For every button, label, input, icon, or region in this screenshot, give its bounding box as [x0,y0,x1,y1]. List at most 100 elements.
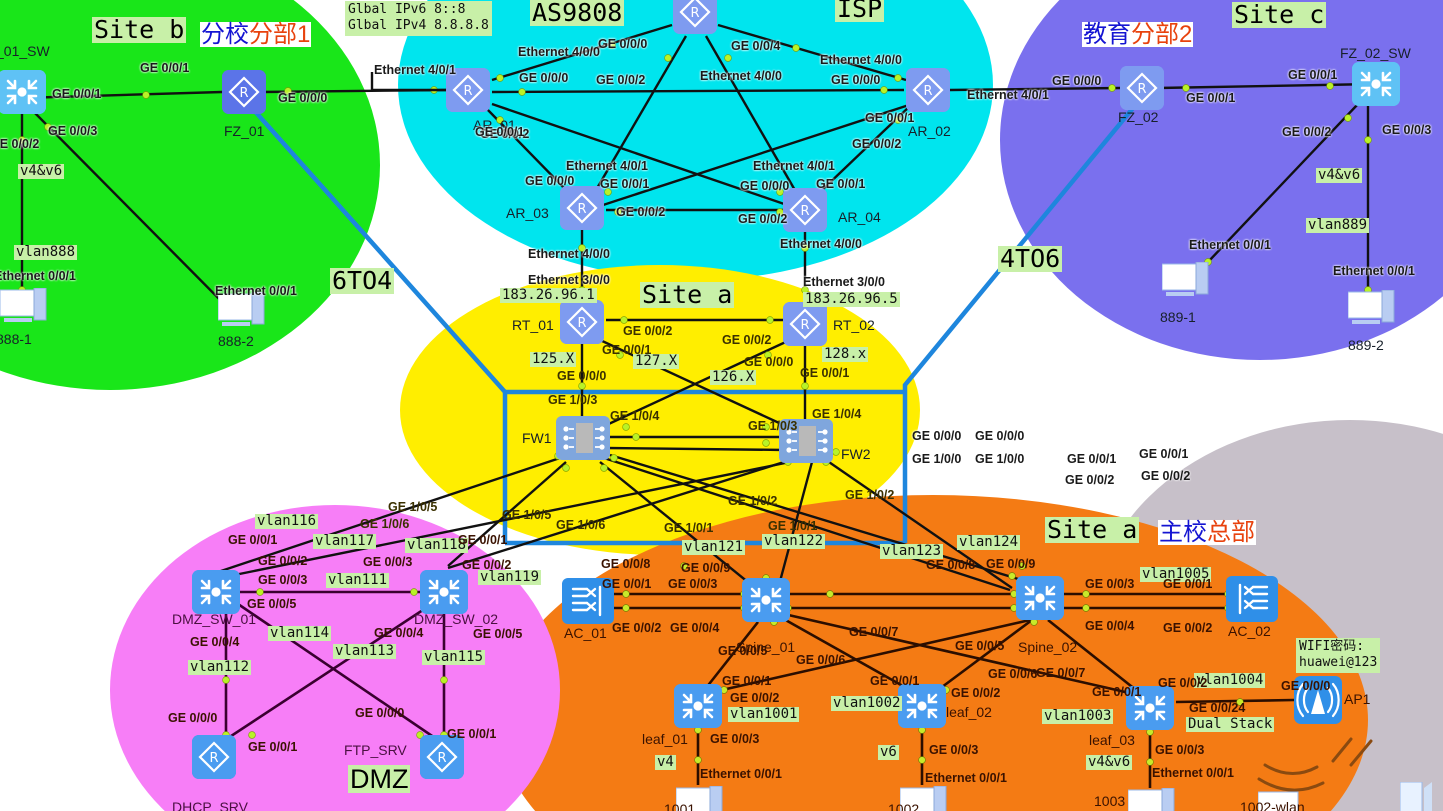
ifc-fz01sw-ge001-a: GE 0/0/1 [140,61,190,75]
ifc-dmzsw02-ge002: GE 0/0/2 [462,558,512,572]
device-ac-01[interactable] [562,578,614,624]
device-leaf-02[interactable] [898,684,946,728]
ifc-pair2-right-ge001: GE 0/0/1 [1139,447,1189,461]
device-ap1[interactable] [1294,676,1342,724]
device-isp-core-router[interactable]: R [673,0,717,34]
device-fz02-sw[interactable] [1352,62,1400,106]
label-dhcp-srv: DHCP_SRV [172,799,248,811]
wifi-password: huawei@123 [1299,655,1378,671]
label-pc-1002: 1002 [888,801,920,811]
ifc-ar03-e400-dn: Ethernet 4/0/0 [528,247,610,261]
tag-vlan123: vlan123 [880,543,944,559]
ifc-pair2-left-ge001: GE 0/0/1 [1067,452,1117,466]
device-pc-889-2[interactable] [1348,290,1395,326]
label-leaf-02: leaf_02 [946,704,992,720]
ifc-dmzsw01-ge005: GE 0/0/5 [247,597,297,611]
ifc-spine01-ge009: GE 0/0/9 [681,561,731,575]
ifc-ar01-e400: Ethernet 4/0/0 [518,45,600,59]
device-fw2[interactable] [779,419,833,463]
ifc-dmzsw01-ge003: GE 0/0/3 [258,573,308,587]
ifc-fz02sw-ge002: GE 0/0/2 [1282,125,1332,139]
device-dhcp-srv[interactable]: R [192,735,236,779]
device-pc-1002-wlan[interactable] [1258,790,1302,811]
device-fz01-router[interactable]: R [222,70,266,114]
ifc-dhcp-ge001: GE 0/0/1 [248,740,298,754]
ifc-spine01-ge005: GE 0/0/5 [718,644,768,658]
svg-text:R: R [1137,82,1146,97]
device-pc-extra[interactable] [1400,782,1443,811]
device-rt01[interactable]: R [560,300,604,344]
label-dmz-sw-02: DMZ_SW_02 [414,611,499,627]
ifc-fw1-ge105: GE 1/0/5 [388,500,438,514]
label-ar04: AR_04 [838,209,881,225]
device-ar04[interactable]: R [783,188,827,232]
ifc-leaf02-ge001: GE 0/0/1 [870,674,920,688]
ifc-fz02sw-ge001: GE 0/0/1 [1288,68,1338,82]
label-ac-01: AC_01 [564,625,607,641]
tag-vlan1005: vlan1005 [1140,566,1212,582]
ifc-ar03-ge001: GE 0/0/1 [600,177,650,191]
ifc-spine02-ge008: GE 0/0/8 [926,558,976,572]
tag-v4: v4 [655,754,676,770]
device-rt02[interactable]: R [783,302,827,346]
device-spine-01[interactable] [742,578,790,622]
device-fw1[interactable] [556,416,610,460]
label-spine-01: Spine_01 [736,639,796,655]
ifc-core-e400-mid: Ethernet 4/0/0 [700,69,782,83]
tag-vlan115: vlan115 [422,649,486,665]
ifc-leaf01-ge001: GE 0/0/1 [722,674,772,688]
tag-v4v6-site-c: v4&v6 [1316,167,1363,183]
tag-net-125: 125.X [530,351,577,367]
device-pc-888-1[interactable] [0,288,47,324]
device-fz01-sw[interactable] [0,70,46,114]
ifc-fw1-ge104: GE 1/0/4 [610,409,660,423]
ifc-rt01-ge001: GE 0/0/1 [602,343,652,357]
ifc-dmzsw01-ge001: GE 0/0/1 [228,533,278,547]
zone-title-site-c-cn: 教育分部2 [1082,22,1194,48]
label-pc-1001: 1001 [664,801,696,811]
device-pc-1003[interactable] [1128,788,1175,811]
ifc-ac02-ge002: GE 0/0/2 [1163,621,1213,635]
device-pc-889-1[interactable] [1162,262,1209,298]
ifc-888-1-e001: Ethernet 0/0/1 [0,269,76,283]
label-pc-889-2: 889-2 [1348,337,1384,353]
ifc-dmzsw02-ge005: GE 0/0/5 [473,627,523,641]
device-spine-02[interactable] [1016,576,1064,620]
dmz-title: DMZ [348,764,411,794]
device-ar01[interactable]: R [446,68,490,112]
device-pc-1001[interactable] [676,786,723,811]
ifc-rt02-ge000: GE 0/0/0 [744,355,794,369]
ifc-ar02-ge001: GE 0/0/1 [865,111,915,125]
ifc-rt02-e300: Ethernet 3/0/0 [803,275,885,289]
device-pc-888-2[interactable] [218,292,265,328]
ifc-ar01-e401: Ethernet 4/0/1 [374,63,456,77]
tunnel-6to4-label: 6TO4 [330,266,395,295]
ifc-pair-left-ge000: GE 0/0/0 [912,429,962,443]
device-ac-02[interactable] [1226,576,1278,622]
svg-text:R: R [239,86,248,101]
device-dmz-sw-02[interactable] [420,570,468,614]
device-pc-1002[interactable] [900,786,947,811]
ifc-spine01-ge003: GE 0/0/3 [668,577,718,591]
label-fz01: FZ_01 [224,123,265,139]
wifi-password-note: WIFI密码:huawei@123 [1296,638,1381,673]
ifc-leaf01-ge003: GE 0/0/3 [710,732,760,746]
ifc-spine02-ge004: GE 0/0/4 [1085,619,1135,633]
device-fz02[interactable]: R [1120,66,1164,110]
site-a-cn-blue: 主校 [1159,519,1207,546]
device-ar02[interactable]: R [906,68,950,112]
label-fz02-sw: FZ_02_SW [1340,45,1411,61]
label-leaf-01: leaf_01 [642,731,688,747]
ifc-fw2-ge102: GE 1/0/2 [728,494,778,508]
device-leaf-03[interactable] [1126,686,1174,730]
ifc-fz01-ge000: GE 0/0/0 [278,91,328,105]
device-leaf-01[interactable] [674,684,722,728]
device-ftp-srv[interactable]: R [420,735,464,779]
device-ar03[interactable]: R [560,186,604,230]
tag-vlan122: vlan122 [762,533,826,549]
device-dmz-sw-01[interactable] [192,570,240,614]
ifc-ftp-ge001: GE 0/0/1 [447,727,497,741]
tag-vlan117: vlan117 [313,533,377,549]
label-ar03: AR_03 [506,205,549,221]
